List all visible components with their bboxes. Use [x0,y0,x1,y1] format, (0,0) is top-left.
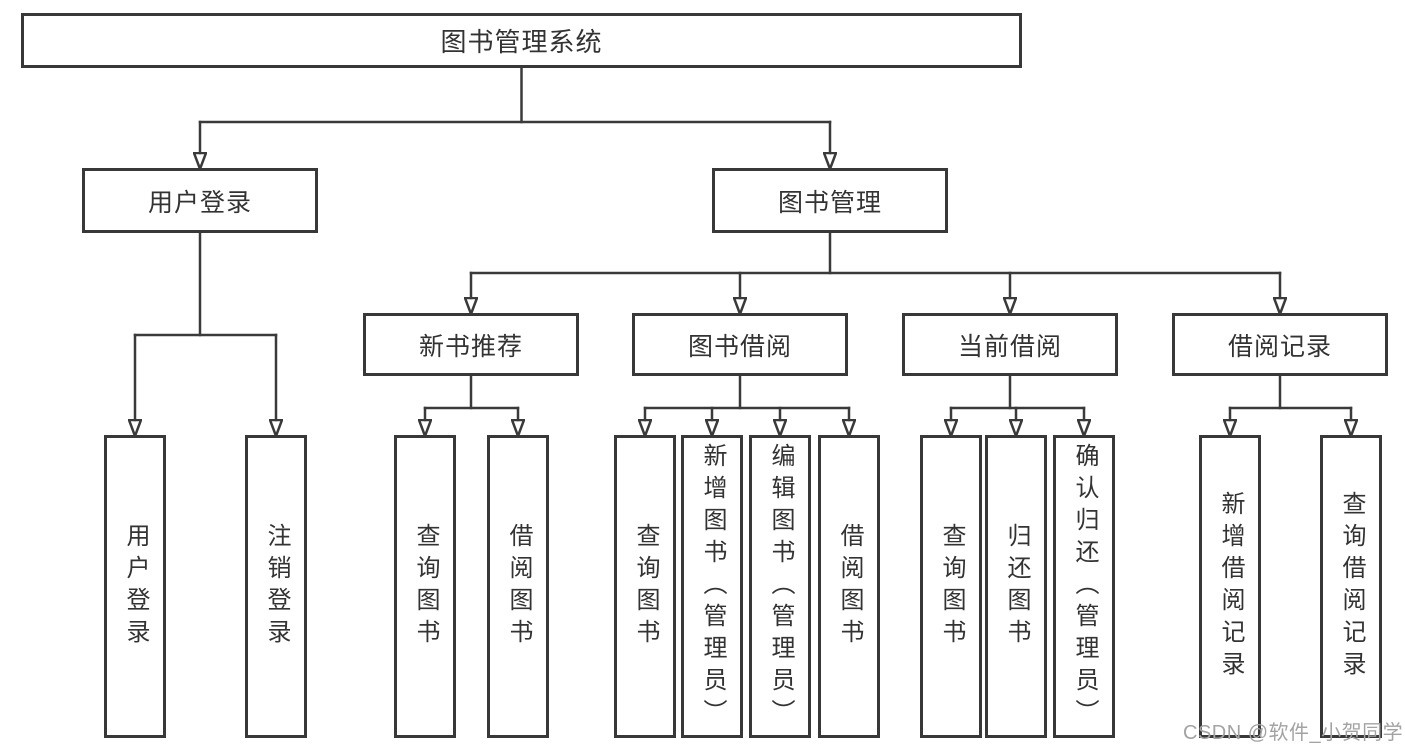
node-book-management: 图书管理 [712,168,948,233]
csdn-watermark: CSDN @软件_小贺同学 [1183,722,1404,744]
connector-root-to-level1 [200,66,830,153]
leaf-add-book-admin: 新增图书（管理员） [681,435,743,738]
connector-borrow-records-branch [1230,374,1351,420]
leaf-label: 查询图书 [412,522,439,651]
leaf-query-borrow-record: 查询借阅记录 [1320,435,1382,738]
node-borrow-records: 借阅记录 [1172,313,1388,376]
node-library-management-system: 图书管理系统 [21,13,1022,68]
leaf-edit-book-admin: 编辑图书（管理员） [749,435,811,738]
leaf-label: 新增借阅记录 [1217,490,1244,683]
node-user-login: 用户登录 [82,168,318,233]
leaf-label: 用户登录 [122,522,149,651]
connector-user-login-branch [135,231,276,420]
leaf-query-books-recommend: 查询图书 [394,435,456,738]
leaf-label: 借阅图书 [505,522,532,651]
connector-book-borrow-branch [645,374,849,420]
leaf-label: 查询借阅记录 [1338,490,1365,683]
node-book-borrow: 图书借阅 [632,313,848,376]
connector-new-book-branch [425,374,518,420]
leaf-label: 注销登录 [263,522,290,651]
node-new-book-recommend: 新书推荐 [363,313,579,376]
leaf-query-books-current: 查询图书 [920,435,982,738]
connector-current-borrow-branch [951,374,1084,420]
leaf-borrow-books: 借阅图书 [818,435,880,738]
leaf-label: 编辑图书（管理员） [767,442,794,731]
leaf-confirm-return-admin: 确认归还（管理员） [1053,435,1115,738]
leaf-label: 查询图书 [632,522,659,651]
node-current-borrow: 当前借阅 [902,313,1118,376]
leaf-label: 新增图书（管理员） [699,442,726,731]
leaf-label: 查询图书 [938,522,965,651]
leaf-label: 归还图书 [1003,522,1030,651]
leaf-borrow-books-recommend: 借阅图书 [487,435,549,738]
leaf-add-borrow-record: 新增借阅记录 [1199,435,1261,738]
leaf-label: 借阅图书 [836,522,863,651]
leaf-query-books-borrow: 查询图书 [614,435,676,738]
leaf-return-book: 归还图书 [985,435,1047,738]
leaf-label: 确认归还（管理员） [1071,442,1098,731]
leaf-user-login: 用户登录 [104,435,166,738]
leaf-logout: 注销登录 [245,435,307,738]
connector-book-management-branch [471,231,1280,298]
